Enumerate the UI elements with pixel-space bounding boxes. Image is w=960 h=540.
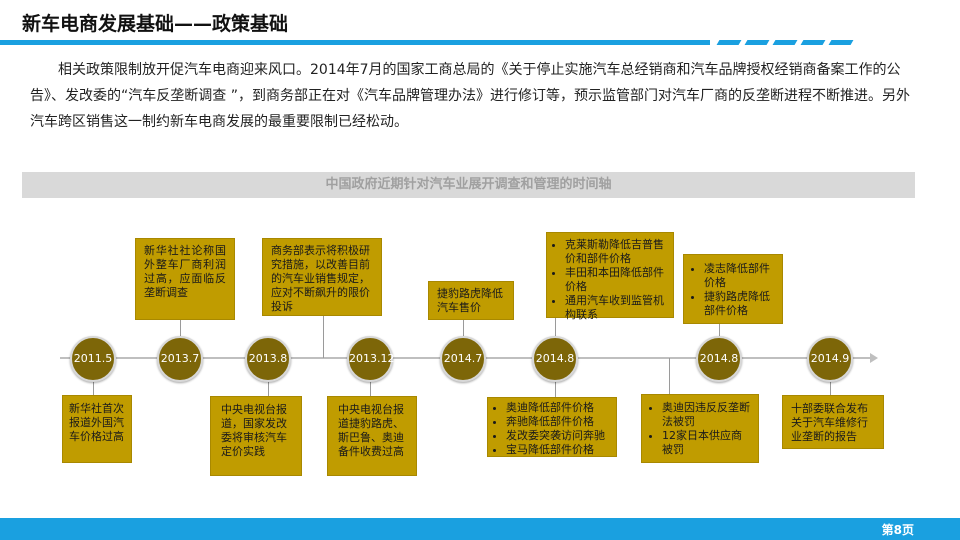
timeline-arrow-icon [870, 353, 878, 363]
event-item: 通用汽车收到监管机构联系 [565, 294, 665, 322]
event-box-2011-5: 新华社首次报道外国汽车价格过高 [62, 395, 132, 463]
event-box-2014-7: 捷豹路虎降低汽车售价 [428, 281, 514, 320]
connector [463, 320, 464, 336]
event-box-2014-8-a: 克莱斯勒降低吉普售价和部件价格 丰田和本田降低部件价格 通用汽车收到监管机构联系 [546, 232, 674, 321]
footer-bar [0, 518, 960, 540]
event-box-2013-8-b: 中央电视台报道，国家发改委将审核汽车定价实践 [210, 396, 302, 476]
event-item: 克莱斯勒降低吉普售价和部件价格 [565, 238, 665, 266]
title-underline-dash [828, 40, 854, 45]
connector [180, 320, 181, 336]
event-item: 奥迪因违反反垄断法被罚 [662, 401, 750, 429]
event-item: 凌志降低部件价格 [704, 262, 774, 290]
event-item: 奔驰降低部件价格 [506, 415, 610, 429]
connector [268, 380, 269, 396]
timeline-node: 2013.7 [157, 336, 203, 382]
event-item: 宝马降低部件价格 [506, 443, 610, 457]
timeline-node: 2014.8 [696, 336, 742, 382]
page-number: 第8页 [881, 523, 914, 537]
connector [93, 380, 94, 395]
event-item: 捷豹路虎降低部件价格 [704, 290, 774, 318]
title-underline [0, 40, 710, 45]
page-title: 新车电商发展基础——政策基础 [22, 13, 289, 35]
event-box-2013-12: 中央电视台报道捷豹路虎、斯巴鲁、奥迪备件收费过高 [327, 396, 417, 476]
event-box-2014-8-c: 奥迪降低部件价格 奔驰降低部件价格 发改委突袭访问奔驰 宝马降低部件价格 [487, 397, 617, 457]
event-box-2014-9: 十部委联合发布关于汽车维修行业垄断的报告 [782, 395, 884, 449]
connector [323, 316, 324, 358]
timeline-node: 2014.7 [440, 336, 486, 382]
event-box-2013-7: 新华社社论称国外整车厂商利润过高，应面临反垄断调查 [135, 238, 235, 320]
timeline-node: 2011.5 [70, 336, 116, 382]
title-underline-dash [716, 40, 742, 45]
timeline-node: 2013.12 [347, 336, 395, 382]
connector [370, 380, 371, 396]
event-box-2013-8: 商务部表示将积极研究措施，以改善目前的汽车业销售规定，应对不断飙升的限价投诉 [262, 238, 382, 316]
timeline-title: 中国政府近期针对汽车业展开调查和管理的时间轴 [22, 172, 915, 198]
event-box-2014-8-b: 凌志降低部件价格 捷豹路虎降低部件价格 [683, 254, 783, 324]
event-item: 发改委突袭访问奔驰 [506, 429, 610, 443]
connector [669, 358, 670, 394]
event-box-2014-8-d: 奥迪因违反反垄断法被罚 12家日本供应商被罚 [641, 394, 759, 463]
event-item: 丰田和本田降低部件价格 [565, 266, 665, 294]
timeline-node: 2014.8 [532, 336, 578, 382]
event-item: 12家日本供应商被罚 [662, 429, 750, 457]
timeline-node: 2014.9 [807, 336, 853, 382]
connector [719, 324, 720, 336]
title-underline-dash [744, 40, 770, 45]
connector [830, 380, 831, 395]
timeline-node: 2013.8 [245, 336, 291, 382]
connector [555, 380, 556, 397]
title-underline-dash [772, 40, 798, 45]
intro-paragraph: 相关政策限制放开促汽车电商迎来风口。2014年7月的国家工商总局的《关于停止实施… [30, 62, 910, 130]
event-item: 奥迪降低部件价格 [506, 401, 610, 415]
title-underline-dash [800, 40, 826, 45]
connector [555, 318, 556, 336]
